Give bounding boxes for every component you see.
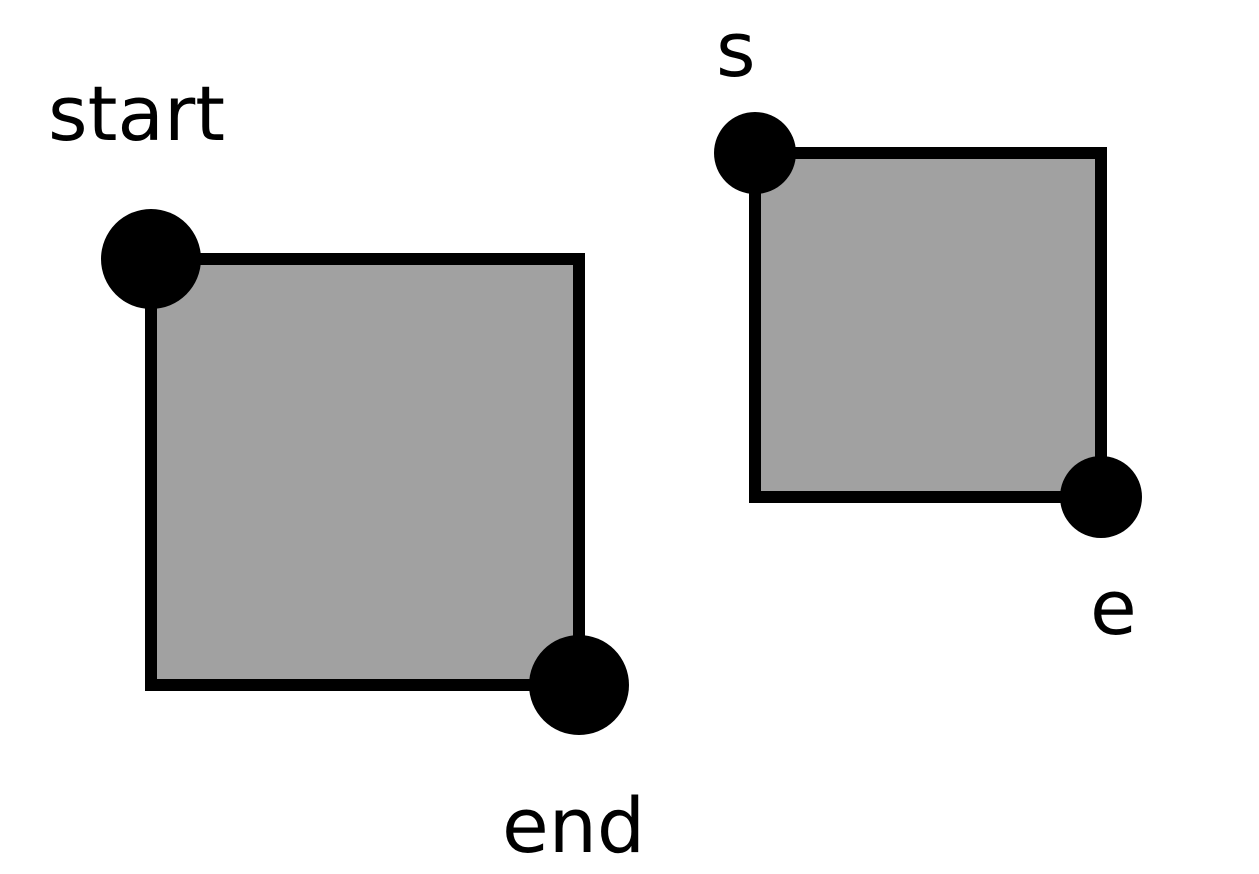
small-box-start-handle [714, 112, 796, 194]
small-box [749, 147, 1107, 503]
small-box-group: s e [714, 5, 1142, 652]
large-box-end-handle [529, 635, 629, 735]
large-box-start-label: start [48, 69, 225, 158]
large-box-start-handle [101, 209, 201, 309]
small-box-end-handle [1060, 456, 1142, 538]
small-box-start-label: s [716, 5, 756, 94]
large-box [145, 253, 585, 691]
large-box-group: start end [48, 69, 645, 870]
small-box-end-label: e [1090, 563, 1137, 652]
large-box-end-label: end [502, 781, 645, 870]
